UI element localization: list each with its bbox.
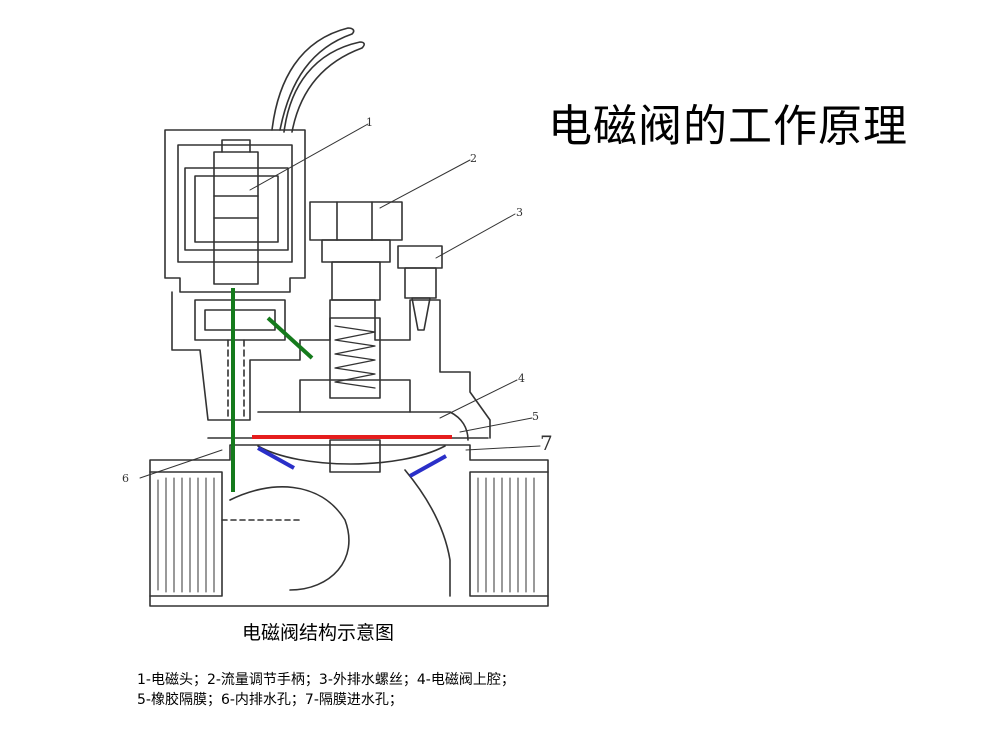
plunger	[213, 151, 259, 285]
upper-chamber	[257, 411, 469, 441]
parts-legend: 1-电磁头；2-流量调节手柄；3-外排水螺丝；4-电磁阀上腔； 5-橡胶隔膜；6…	[137, 670, 515, 710]
page-title: 电磁阀的工作原理	[548, 101, 908, 152]
spring	[329, 317, 381, 399]
diaphragm	[257, 445, 446, 465]
drain-screw	[397, 245, 443, 269]
callout-7: 7	[540, 431, 553, 455]
legend-line: 5-橡胶隔膜；6-内排水孔；7-隔膜进水孔；	[137, 692, 403, 708]
callout-3: 3	[516, 206, 523, 219]
coil	[184, 167, 289, 251]
valve-body-upper	[171, 291, 491, 439]
solenoid-housing	[164, 129, 306, 293]
inlet-path-line	[409, 454, 447, 478]
callout-5: 5	[532, 410, 539, 423]
solenoid-valve-drawing: 1 2 3 4 5 6 7	[122, 27, 553, 607]
callout-6: 6	[122, 472, 129, 485]
lead-wire	[283, 41, 365, 133]
figure-caption: 电磁阀结构示意图	[242, 622, 395, 644]
flow-handle	[309, 201, 403, 241]
callout-1: 1	[366, 116, 373, 129]
callout-4: 4	[518, 372, 525, 385]
lead-wire	[271, 27, 355, 131]
inner-drain-path-line	[266, 316, 314, 360]
valve-body-lower	[149, 444, 549, 607]
inlet-path-line	[257, 446, 295, 470]
legend-line: 1-电磁头；2-流量调节手柄；3-外排水螺丝；4-电磁阀上腔；	[137, 672, 515, 688]
callout-2: 2	[470, 152, 477, 165]
